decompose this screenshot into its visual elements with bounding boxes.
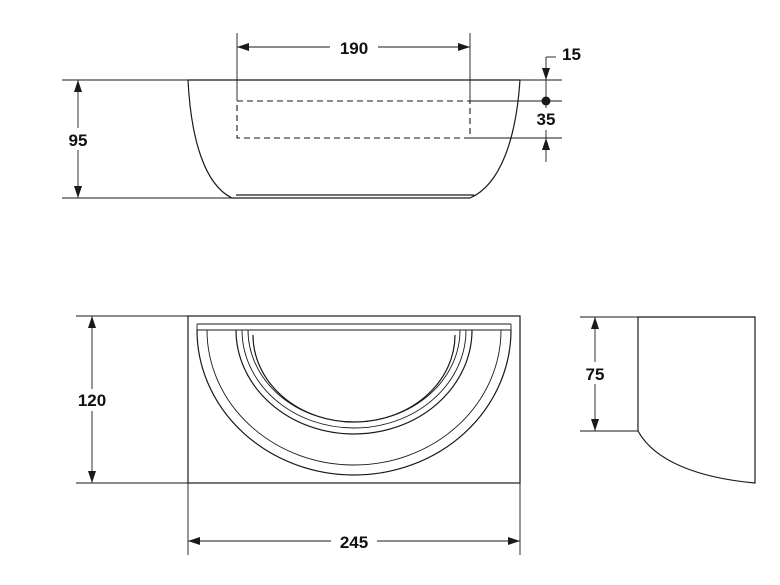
label-bg-120	[72, 389, 112, 411]
label-bg-95	[64, 128, 94, 150]
arrow-75-top	[591, 317, 599, 329]
dim-label-front-height: 120	[78, 391, 106, 410]
label-bg-75	[581, 362, 609, 384]
top-view: 190 95 15 35	[62, 33, 581, 199]
front-view-frame	[187, 315, 521, 484]
front-outer-bowl-inner	[206, 329, 502, 466]
arrow-120-top	[88, 316, 96, 328]
side-view: 75	[580, 316, 756, 484]
arrow-120-bottom	[88, 471, 96, 483]
front-view: 120 245	[72, 315, 521, 555]
dim-label-side-height: 75	[586, 365, 605, 384]
front-inner-lamp-outer	[235, 329, 473, 435]
front-outer-bowl	[196, 329, 512, 476]
arrow-190-left	[237, 43, 249, 51]
top-view-outline	[187, 79, 521, 199]
front-inner-lamp-ring3	[252, 334, 456, 423]
label-bg-35	[532, 108, 562, 130]
label-bg-245	[331, 530, 377, 552]
arrow-190-right	[458, 43, 470, 51]
arrow-95-top	[74, 80, 82, 92]
front-inner-lamp-ring2	[247, 329, 461, 423]
label-bg-190	[330, 36, 378, 58]
arrow-75-bottom	[591, 419, 599, 431]
side-view-outline	[637, 316, 756, 484]
top-view-hidden-cutout	[236, 100, 471, 139]
dim-label-top-depth: 35	[537, 110, 556, 129]
arrow-15	[542, 68, 550, 80]
arrow-35	[542, 138, 550, 150]
front-inner-lamp-ring1	[241, 329, 467, 429]
arrow-95-bottom	[74, 186, 82, 198]
dim-label-top-width: 190	[340, 39, 368, 58]
dim-label-top-offset: 15	[562, 45, 581, 64]
dim-label-front-width: 245	[340, 533, 368, 552]
arrow-245-left	[188, 537, 200, 545]
arrow-245-right	[508, 537, 520, 545]
dim-label-total-height: 95	[69, 131, 88, 150]
